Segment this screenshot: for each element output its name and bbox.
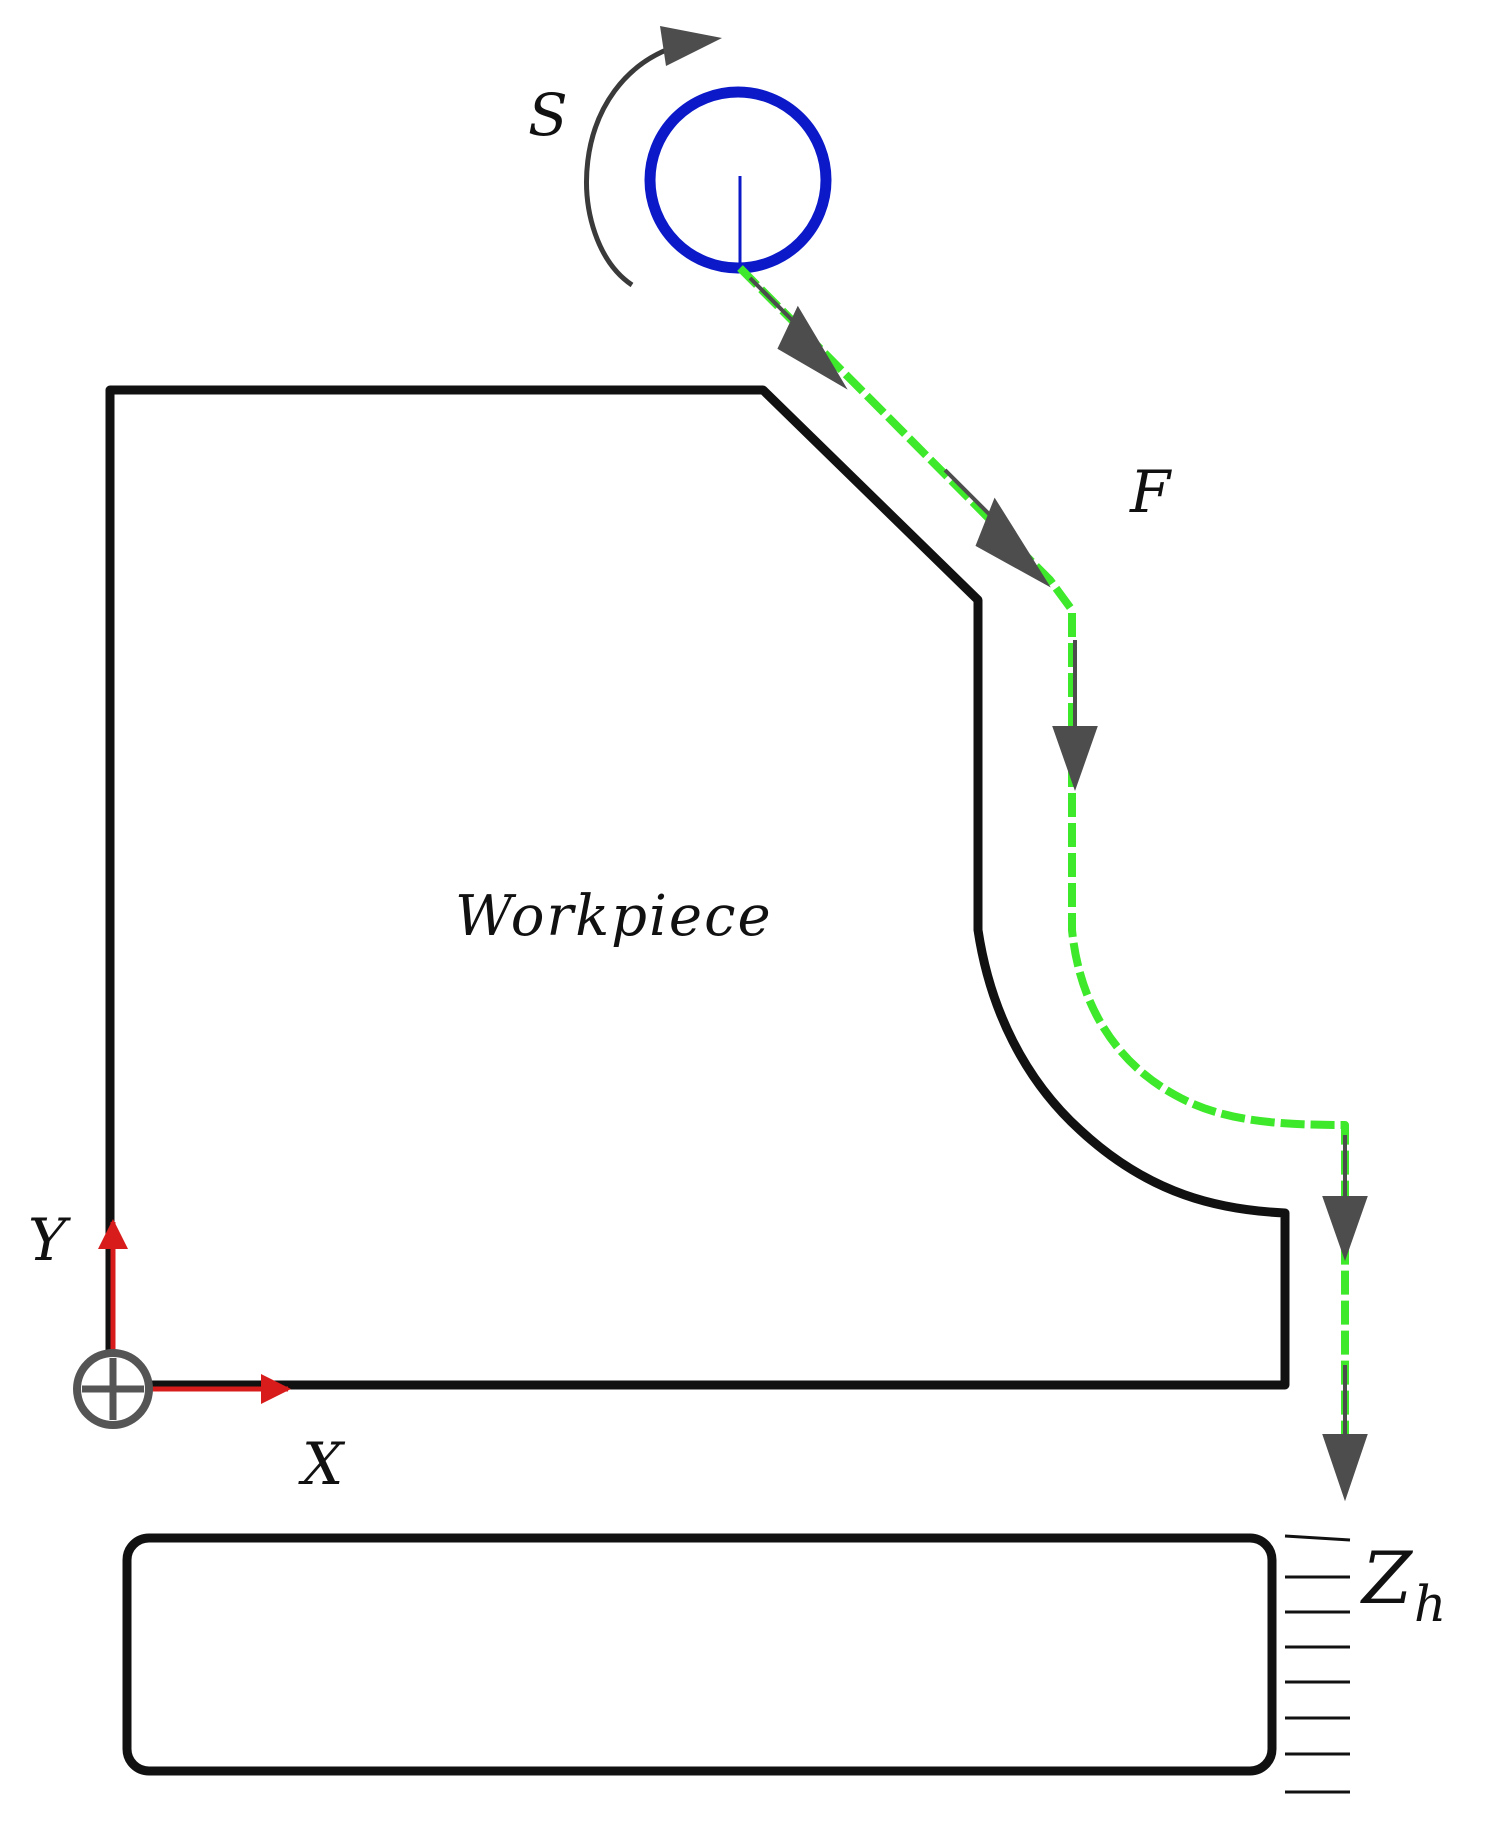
feed-arrow-icon <box>975 497 1051 588</box>
circle-tool-icon <box>644 86 832 274</box>
feed-arrows <box>748 276 1368 1502</box>
fixture-plate <box>122 1533 1277 1776</box>
workpiece-outline <box>105 385 1290 1390</box>
spindle-label: S <box>528 81 568 149</box>
z-subscript: h <box>1414 1575 1446 1633</box>
rotation-arc <box>584 42 681 288</box>
height-hatch <box>1284 1534 1351 1794</box>
z-height-label: Zh <box>1360 1536 1446 1633</box>
feed-arrow-icon <box>1322 1196 1368 1262</box>
feed-arrow-icon <box>1052 726 1098 792</box>
feed-label: F <box>1129 458 1172 526</box>
x-axis-label: X <box>298 1430 346 1498</box>
z-main: Z <box>1360 1536 1414 1620</box>
workpiece-label: Workpiece <box>455 884 773 949</box>
y-axis-label: Y <box>28 1206 71 1274</box>
rotation-arrow-icon <box>660 26 722 66</box>
toolpath <box>737 265 1349 1440</box>
feed-arrow-icon <box>1322 1434 1368 1502</box>
crosshair-circle-icon <box>73 1349 153 1429</box>
feed-arrow-icon <box>777 305 848 390</box>
